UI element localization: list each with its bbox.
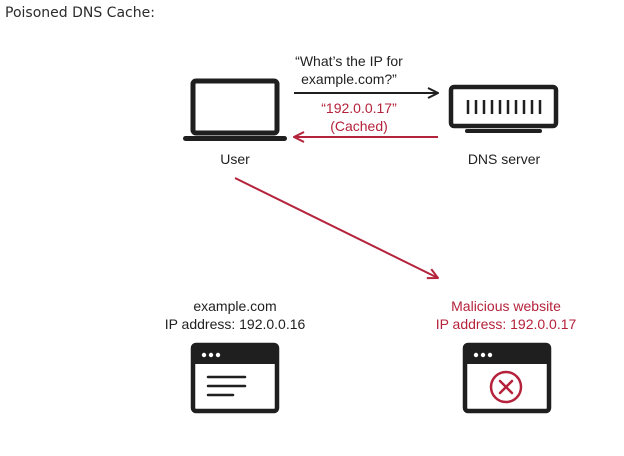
laptop-icon — [183, 78, 287, 141]
legit-site-ip: IP address: 192.0.0.16 — [164, 316, 306, 332]
dns-server-label: DNS server — [467, 151, 541, 167]
query-label: “What’s the IP for example.com?” — [279, 52, 419, 88]
legit-site-label: example.com IP address: 192.0.0.16 — [140, 297, 330, 333]
malicious-site-label: Malicious website IP address: 192.0.0.17 — [411, 297, 601, 333]
diagram-caption: Poisoned DNS Cache: — [5, 5, 155, 21]
legit-site-name: example.com — [193, 298, 277, 314]
response-line-1: “192.0.0.17” — [321, 100, 397, 116]
user-label: User — [220, 151, 250, 167]
error-circle-icon — [489, 370, 523, 404]
browser-window-error-icon — [462, 342, 552, 414]
malicious-site-ip: IP address: 192.0.0.17 — [435, 316, 577, 332]
browser-window-icon — [190, 342, 280, 414]
redirect-arrow — [234, 177, 438, 278]
malicious-site-name: Malicious website — [451, 298, 561, 314]
query-line-1: “What’s the IP for — [295, 53, 403, 69]
response-line-2: (Cached) — [330, 118, 388, 134]
server-icon — [448, 84, 559, 133]
query-line-2: example.com?” — [301, 71, 397, 87]
response-label: “192.0.0.17” (Cached) — [299, 99, 419, 135]
